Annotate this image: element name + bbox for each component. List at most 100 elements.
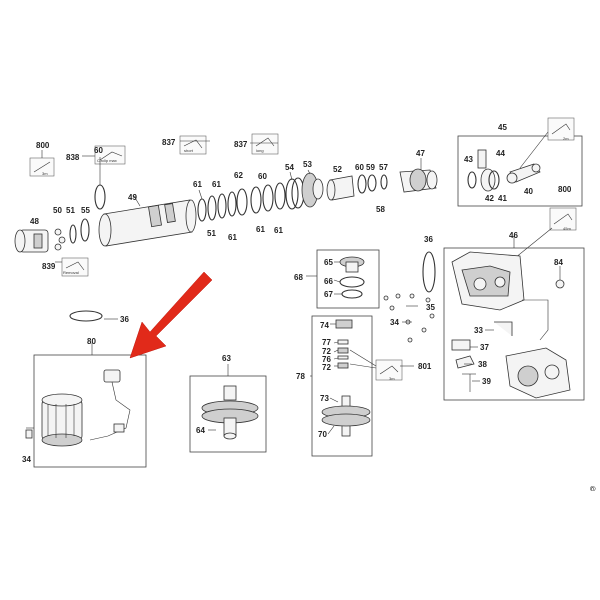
part-48-sleeve [14,229,49,253]
label-52: 52 [333,165,342,174]
part-60-ring-b [217,193,227,219]
label-61-d: 61 [256,225,265,234]
part-84-screw [555,279,565,289]
part-46-gear-housing [451,251,525,311]
part-60-ring-c [250,186,262,214]
tool-note: short [184,148,194,153]
part-57-ring [380,174,388,190]
label-839: 839 [42,262,56,271]
label-51-a: 51 [66,206,75,215]
part-67-ring [341,289,363,299]
tool-note: 3m [42,171,48,176]
part-61-ring-a [197,198,207,222]
part-53-gear [301,172,324,208]
part-44-pin [477,149,487,169]
wire-harness [522,299,549,341]
label-51-b: 51 [207,229,216,238]
small-screws [383,293,435,343]
part-65-pinion [339,256,365,273]
part-77-spacer [337,339,349,345]
label-34-mid: 34 [390,318,399,327]
part-52-piston [326,175,355,201]
label-41: 41 [498,194,507,203]
label-73: 73 [320,394,329,403]
part-37-switch [451,339,471,351]
label-48: 48 [30,217,39,226]
part-36-ring-right [422,251,436,293]
part-42-cylinder [480,168,500,192]
label-47: 47 [416,149,425,158]
label-50: 50 [53,206,62,215]
label-72-b: 72 [322,363,331,372]
part-62-ring [236,188,248,216]
label-60-a: 60 [94,146,103,155]
part-40-conrod [506,163,541,184]
label-39: 39 [482,377,491,386]
part-72-bearing-b [337,362,349,369]
tool-note: long [256,148,264,153]
label-57: 57 [379,163,388,172]
tool-838: Circlip max [94,145,126,165]
part-38-lever [455,355,475,369]
part-34-clip [25,429,33,439]
box-78 [311,315,373,457]
label-40: 40 [524,187,533,196]
part-59-ring [367,174,377,192]
part-60-ring-a [94,184,106,210]
tool-839: Removal [61,257,89,277]
label-77: 77 [322,338,331,347]
part-66-ring [339,276,365,288]
tool-800-right: 45m [549,207,577,231]
label-70: 70 [318,430,327,439]
part-76-spacer [337,355,349,360]
part-80-switch [89,369,131,441]
label-55: 55 [81,206,90,215]
tool-note: 45m [563,226,571,231]
part-46-lower-housing [505,347,571,399]
label-837-b: 837 [234,140,248,149]
part-50-balls [54,228,66,251]
tool-note: 3m [389,376,395,381]
label-838: 838 [66,153,80,162]
label-35: 35 [426,303,435,312]
box-68 [316,249,380,309]
label-64: 64 [196,426,205,435]
tool-800-top: 3m [29,157,55,177]
label-67: 67 [324,290,333,299]
label-42: 42 [485,194,494,203]
part-61-ring-b [227,191,237,217]
label-62: 62 [234,171,243,180]
part-49-barrel [98,199,197,247]
label-33: 33 [474,326,483,335]
label-800-right: 800 [558,185,572,194]
part-labels: 800 838 837 837 45 60 61 62 60 54 53 52 … [22,123,572,464]
label-78: 78 [296,372,305,381]
label-61-c: 61 [228,233,237,242]
label-68: 68 [294,273,303,282]
part-61-ring-d [274,182,286,210]
tool-note: Removal [63,270,79,275]
tool-45: 2m [547,117,575,141]
label-80: 80 [87,337,96,346]
part-51-ring [69,224,77,244]
label-65: 65 [324,258,333,267]
label-801: 801 [418,362,432,371]
part-54-ring-set [285,177,305,210]
label-45: 45 [498,123,507,132]
label-44: 44 [496,149,505,158]
label-60-b: 60 [258,172,267,181]
part-60-ring-d [357,174,367,194]
part-74-cap [335,319,353,329]
tool-801: 3m [375,359,403,381]
part-63-gear [201,385,259,440]
label-76: 76 [322,355,331,364]
label-72-a: 72 [322,347,331,356]
tool-note: 2m [563,136,569,141]
label-66: 66 [324,277,333,286]
part-72-bearing-a [337,347,349,354]
label-63: 63 [222,354,231,363]
label-54: 54 [285,163,294,172]
label-53: 53 [303,160,312,169]
part-51-ring-b [207,195,217,221]
